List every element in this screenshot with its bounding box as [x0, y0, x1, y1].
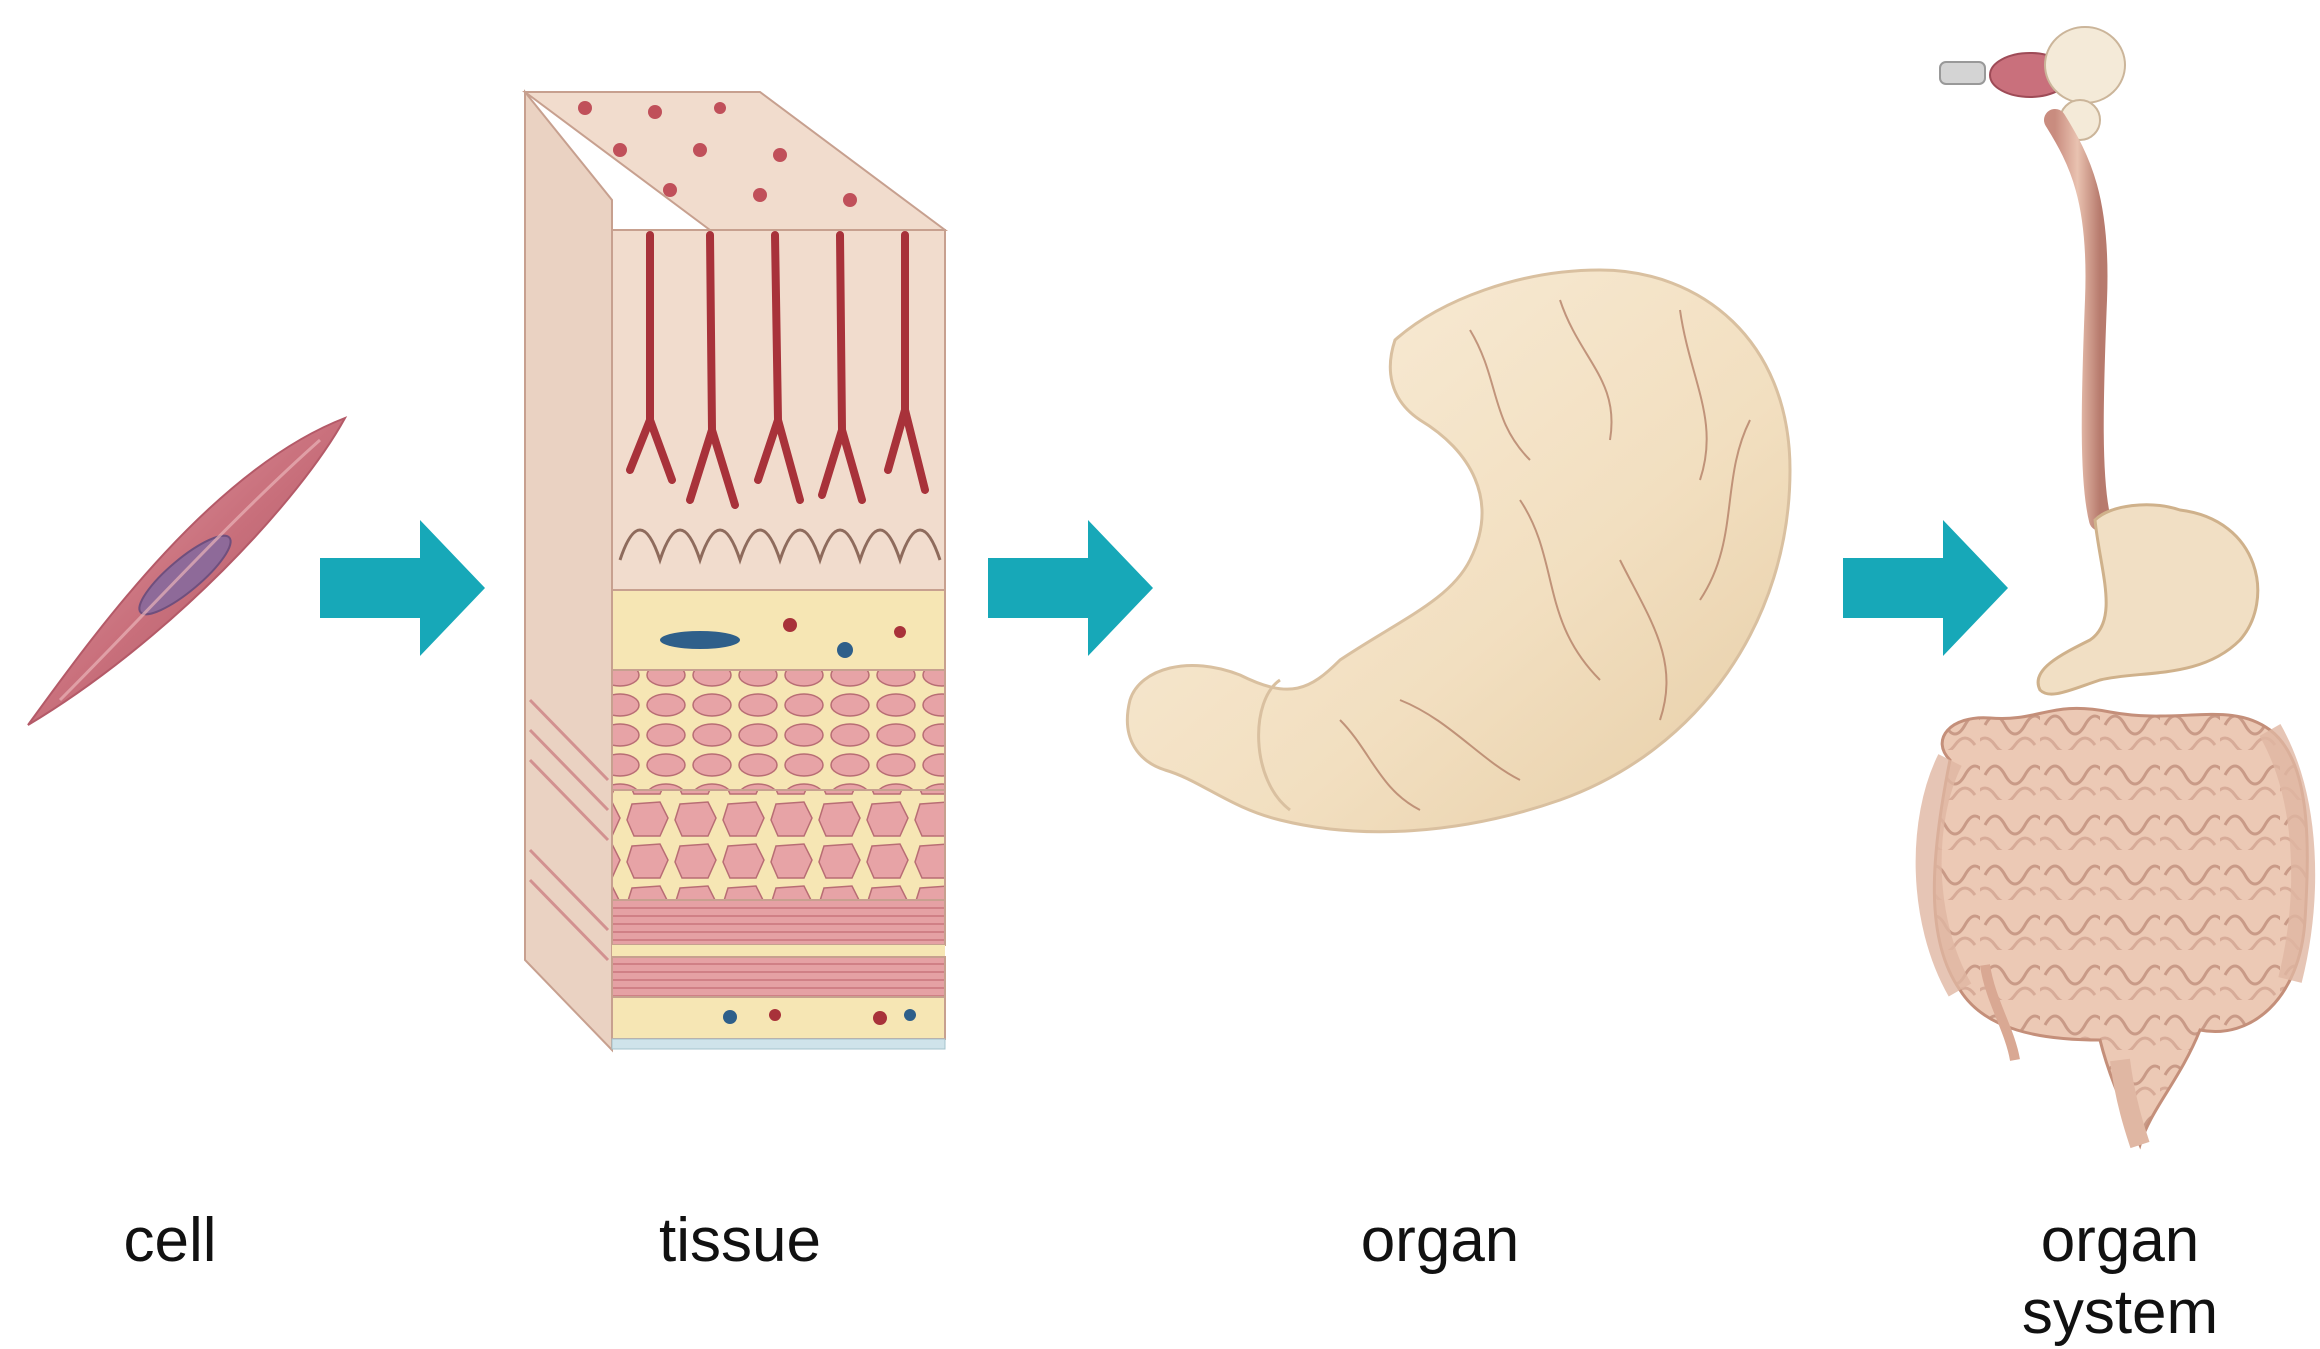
right-arrow-icon: [1843, 520, 2008, 656]
label-organ: organ: [1290, 1205, 1590, 1277]
arrow-organ-to-system: [1843, 520, 2008, 656]
label-organ-system: organ system: [1960, 1205, 2280, 1349]
organ-illustration: [1127, 270, 1790, 832]
label-cell: cell: [70, 1205, 270, 1277]
label-organ-system-line1: organ: [1960, 1205, 2280, 1277]
right-arrow-icon: [320, 520, 485, 656]
arrow-tissue-to-organ: [988, 520, 1153, 656]
label-tissue: tissue: [590, 1205, 890, 1277]
tissue-illustration: [525, 92, 945, 1050]
cell-illustration: [28, 418, 345, 725]
arrow-cell-to-tissue: [320, 520, 485, 656]
label-organ-system-line2: system: [1960, 1277, 2280, 1349]
right-arrow-icon: [988, 520, 1153, 656]
